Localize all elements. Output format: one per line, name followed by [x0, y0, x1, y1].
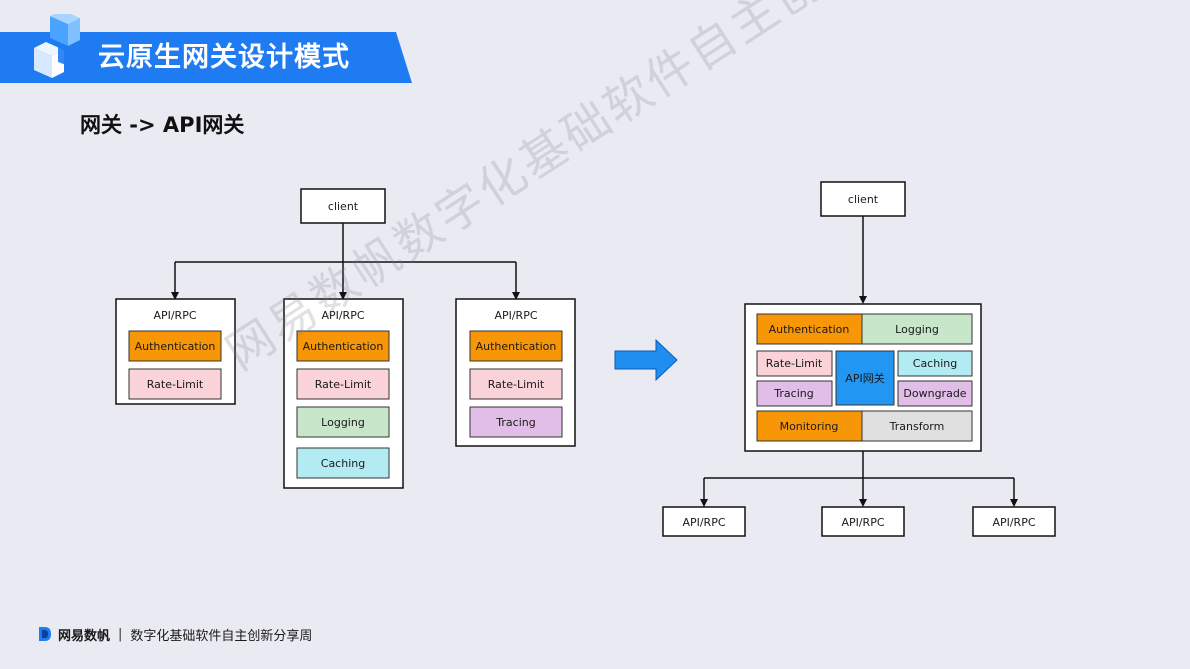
left-client-box: client — [300, 188, 386, 224]
api-gateway-box: Authentication Logging Rate-Limit Tracin… — [744, 303, 982, 452]
backend-box-3: API/RPC — [972, 506, 1056, 537]
right-client-box: client — [820, 181, 906, 217]
module-logging: Logging — [321, 416, 365, 429]
gateway-rate-limit: Rate-Limit — [766, 357, 823, 370]
service-title: API/RPC — [321, 309, 364, 322]
service-box-3: API/RPC Authentication Rate-Limit Tracin… — [455, 298, 576, 447]
brand-logo-icon — [39, 627, 51, 641]
client-label: client — [328, 200, 359, 213]
module-authentication: Authentication — [135, 340, 216, 353]
footer-brand: 网易数帆 — [58, 628, 111, 644]
backend-box-2: API/RPC — [821, 506, 905, 537]
service-title: API/RPC — [494, 309, 537, 322]
module-tracing: Tracing — [495, 416, 535, 429]
gateway-tracing: Tracing — [773, 387, 813, 400]
gateway-center: API网关 — [845, 371, 884, 385]
left-connectors — [171, 223, 520, 300]
service-box-2: API/RPC Authentication Rate-Limit Loggin… — [283, 298, 404, 489]
footer: 网易数帆 | 数字化基础软件自主创新分享周 — [38, 624, 312, 644]
footer-slogan: 数字化基础软件自主创新分享周 — [130, 628, 313, 644]
service-title: API/RPC — [153, 309, 196, 322]
module-rate-limit: Rate-Limit — [488, 378, 545, 391]
backend-label: API/RPC — [841, 516, 884, 529]
backend-label: API/RPC — [682, 516, 725, 529]
service-box-1: API/RPC Authentication Rate-Limit — [115, 298, 236, 405]
module-caching: Caching — [321, 457, 365, 470]
backend-label: API/RPC — [992, 516, 1035, 529]
gateway-caching: Caching — [913, 357, 957, 370]
footer-separator: | — [118, 626, 123, 642]
module-rate-limit: Rate-Limit — [147, 378, 204, 391]
gateway-authentication: Authentication — [769, 323, 850, 336]
right-connectors — [700, 216, 1018, 507]
gateway-transform: Transform — [889, 420, 945, 433]
transition-arrow-icon — [614, 338, 678, 382]
client-label: client — [848, 193, 879, 206]
cube-logo-icon — [34, 14, 80, 78]
module-authentication: Authentication — [476, 340, 557, 353]
module-authentication: Authentication — [303, 340, 384, 353]
section-subtitle: 网关 -> API网关 — [80, 113, 245, 137]
page-title: 云原生网关设计模式 — [98, 42, 350, 73]
gateway-monitoring: Monitoring — [780, 420, 839, 433]
gateway-logging: Logging — [895, 323, 939, 336]
gateway-downgrade: Downgrade — [903, 387, 966, 400]
module-rate-limit: Rate-Limit — [315, 378, 372, 391]
backend-box-1: API/RPC — [662, 506, 746, 537]
